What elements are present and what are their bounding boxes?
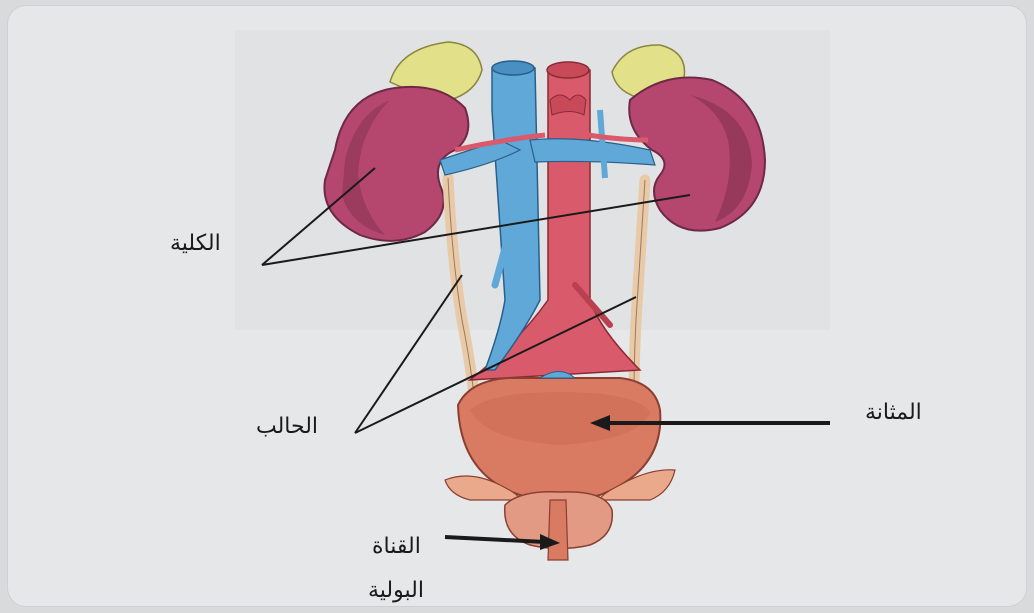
ureter-label: الحالب: [256, 416, 318, 438]
bladder-label: المثانة: [865, 402, 922, 424]
aorta-opening: [547, 62, 589, 78]
vena-cava-opening: [492, 61, 534, 75]
urethra: [548, 500, 568, 560]
artery-branch: [550, 95, 586, 115]
urethra-label-line2: البولية: [368, 580, 424, 602]
urethra-label-line1: القناة: [372, 536, 421, 558]
kidney-label: الكلية: [170, 233, 221, 255]
